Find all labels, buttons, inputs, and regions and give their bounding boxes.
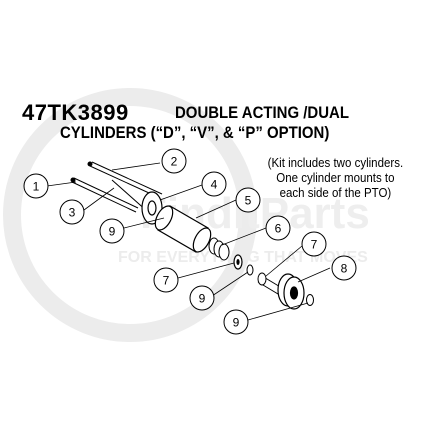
callout-circle-1 (23, 173, 49, 199)
title-description-line1: DOUBLE ACTING /DUAL (175, 103, 349, 122)
part-number-title: 47TK3899 (22, 100, 129, 125)
callout-circle-5 (235, 187, 261, 213)
leader-lines (46, 162, 331, 321)
callout-9a: 9 (109, 225, 116, 239)
kit-note: (Kit includes two cylinders. One cylinde… (248, 156, 423, 201)
callout-circles (23, 148, 357, 335)
callout-circle-6 (265, 215, 291, 241)
title-description-line2: CYLINDERS (“D”, “V”, & “P” OPTION) (60, 123, 330, 142)
part-rods (70, 161, 163, 213)
kit-note-line1: (Kit includes two cylinders. (267, 156, 404, 170)
callout-circle-2 (161, 148, 187, 174)
callout-circle-9c (223, 309, 249, 335)
part-9-oring-c (306, 294, 314, 306)
rod-lower-tip (70, 177, 76, 183)
callout-circle-9a (99, 218, 125, 244)
callout-9c: 9 (233, 316, 240, 330)
rod-lower (73, 177, 139, 209)
callout-9b: 9 (199, 292, 206, 306)
watermark-logo-ring (3, 88, 257, 342)
callout-8: 8 (341, 262, 348, 276)
callout-circle-3 (59, 199, 85, 225)
callout-circle-7b (301, 231, 327, 257)
callout-circle-8 (331, 255, 357, 281)
callout-circle-4 (201, 171, 227, 197)
watermark-tagline: FOR EVERYTHING THAT MOVES (118, 249, 368, 266)
part-9-oring-b (246, 264, 254, 276)
rod-upper-tip (87, 161, 93, 167)
kit-note-line3: each side of the PTO) (279, 186, 392, 200)
callout-7b: 7 (311, 238, 318, 252)
rod-lower-edge (71, 181, 137, 213)
callout-numbers: 2 1 3 4 5 9 6 7 7 9 8 9 (33, 155, 348, 330)
callout-circle-9b (189, 285, 215, 311)
callout-5: 5 (245, 194, 252, 208)
callout-circle-7a (153, 267, 179, 293)
callout-1: 1 (33, 180, 40, 194)
part-8-gland-nut (277, 273, 305, 310)
rod-upper (91, 161, 163, 195)
kit-note-line2: One cylinder mounts to (276, 171, 395, 185)
callout-4: 4 (211, 178, 218, 192)
part-7-seal-a-core (236, 259, 240, 265)
callout-2: 2 (171, 155, 178, 169)
callout-6: 6 (275, 222, 282, 236)
callout-3: 3 (69, 206, 76, 220)
callout-7a: 7 (163, 274, 170, 288)
